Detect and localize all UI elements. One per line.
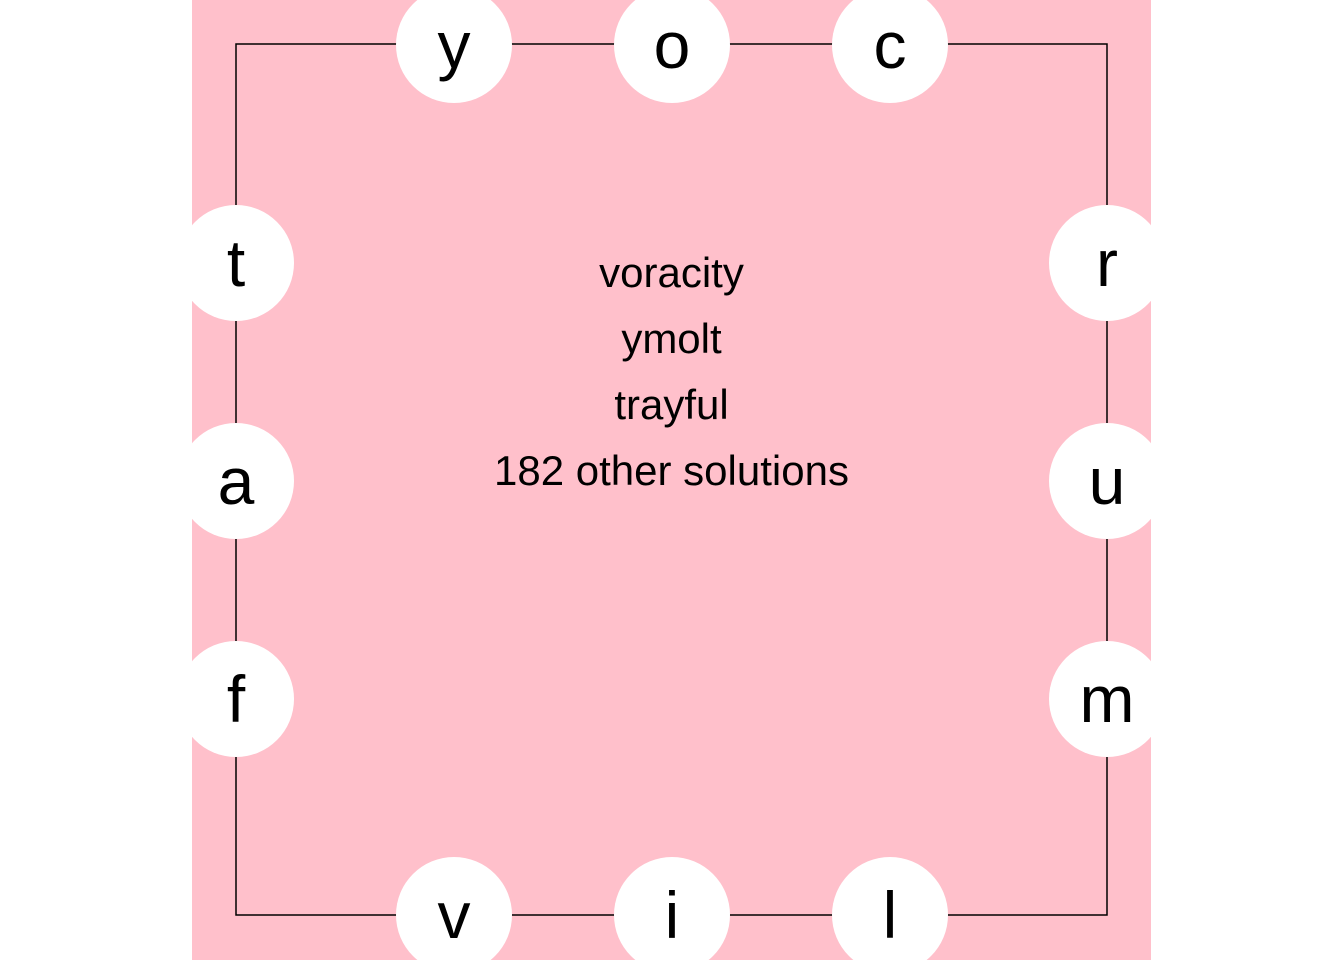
solution-word: ymolt	[621, 315, 722, 362]
letter-bottom-2[interactable]: i	[614, 857, 730, 960]
letter-top-2[interactable]: o	[614, 0, 730, 103]
letter-bottom-3[interactable]: l	[832, 857, 948, 960]
letter-top-3[interactable]: c	[832, 0, 948, 103]
letter-top-1[interactable]: y	[396, 0, 512, 103]
letter-right-1[interactable]: r	[1049, 205, 1151, 321]
letter-left-2[interactable]: a	[192, 423, 294, 539]
letter-bottom-1[interactable]: v	[396, 857, 512, 960]
other-solutions-count: 182 other solutions	[494, 447, 849, 494]
letter-right-3[interactable]: m	[1049, 641, 1151, 757]
letter-left-1[interactable]: t	[192, 205, 294, 321]
puzzle-board: y o c r u m v i l t a f voracity ymolt t…	[192, 0, 1151, 960]
solution-word: trayful	[614, 381, 729, 428]
solutions-list: voracity ymolt trayful 182 other solutio…	[192, 240, 1151, 504]
letter-left-3[interactable]: f	[192, 641, 294, 757]
letter-right-2[interactable]: u	[1049, 423, 1151, 539]
solution-word: voracity	[599, 249, 744, 296]
